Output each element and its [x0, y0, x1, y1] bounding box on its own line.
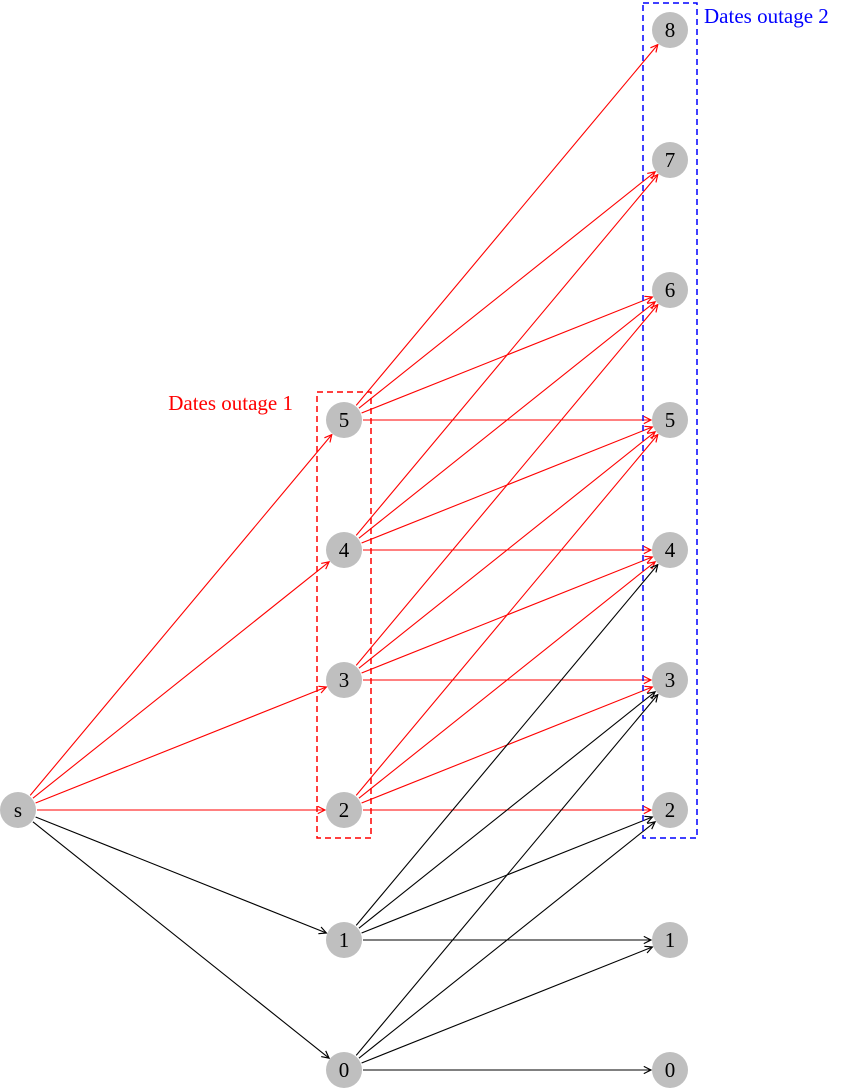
- edge-L1-2-to-L2-4: [358, 562, 655, 799]
- outage2-group-box: [642, 2, 698, 839]
- node-layer1-5-circle: [326, 402, 362, 438]
- groups-layer: Dates outage 1 Dates outage 2: [168, 2, 829, 839]
- node-layer2-6: 6: [652, 272, 688, 308]
- node-source-circle: [0, 792, 36, 828]
- edge-s-to-L1-1: [35, 816, 327, 933]
- node-layer1-1-circle: [326, 922, 362, 958]
- node-layer2-7: 7: [652, 142, 688, 178]
- node-layer2-5-label: 5: [665, 408, 676, 432]
- node-layer2-8-label: 8: [665, 18, 676, 42]
- node-layer2-5: 5: [652, 402, 688, 438]
- edge-L1-0-to-L2-2: [358, 822, 655, 1059]
- node-layer2-1-label: 1: [665, 928, 676, 952]
- node-layer1-1-label: 1: [339, 928, 350, 952]
- node-layer2-5-circle: [652, 402, 688, 438]
- edge-L1-1-to-L2-4: [355, 565, 658, 926]
- node-layer1-4-circle: [326, 532, 362, 568]
- node-layer1-4: 4: [326, 532, 362, 568]
- node-layer2-7-circle: [652, 142, 688, 178]
- edge-L1-5-to-L2-7: [358, 172, 655, 409]
- edge-L1-2-to-L2-5: [355, 435, 658, 796]
- node-layer2-4: 4: [652, 532, 688, 568]
- node-layer2-6-circle: [652, 272, 688, 308]
- node-layer2-4-circle: [652, 532, 688, 568]
- node-layer1-2: 2: [326, 792, 362, 828]
- node-layer2-3-label: 3: [665, 668, 676, 692]
- edge-L1-0-to-L2-1: [361, 947, 653, 1064]
- node-layer2-8: 8: [652, 12, 688, 48]
- outage2-label: Dates outage 2: [704, 4, 829, 28]
- node-layer2-6-label: 6: [665, 278, 676, 302]
- node-layer2-4-label: 4: [665, 538, 676, 562]
- edges-layer: [29, 45, 658, 1070]
- nodes-layer: s 5 4 3 2 1 0 8 7 6 5 4 3 2 1 0: [0, 12, 688, 1088]
- node-layer2-0: 0: [652, 1052, 688, 1088]
- node-layer1-3-label: 3: [339, 668, 350, 692]
- edge-s-to-L1-5: [29, 435, 332, 796]
- node-layer1-0-label: 0: [339, 1058, 350, 1082]
- edge-L1-5-to-L2-8: [355, 45, 658, 406]
- node-layer2-0-label: 0: [665, 1058, 676, 1082]
- node-layer2-1: 1: [652, 922, 688, 958]
- node-layer1-4-label: 4: [339, 538, 350, 562]
- node-layer1-3: 3: [326, 662, 362, 698]
- node-layer2-7-label: 7: [665, 148, 676, 172]
- node-layer2-3: 3: [652, 662, 688, 698]
- edge-s-to-L1-0: [32, 821, 329, 1058]
- node-layer1-5-label: 5: [339, 408, 350, 432]
- node-layer1-2-circle: [326, 792, 362, 828]
- edge-L1-1-to-L2-3: [358, 692, 655, 929]
- node-source: s: [0, 792, 36, 828]
- node-layer2-3-circle: [652, 662, 688, 698]
- edge-L1-4-to-L2-7: [355, 175, 658, 536]
- node-layer1-2-label: 2: [339, 798, 350, 822]
- outage1-group-box: [316, 391, 372, 839]
- node-layer2-2-circle: [652, 792, 688, 828]
- node-layer2-8-circle: [652, 12, 688, 48]
- node-layer1-0: 0: [326, 1052, 362, 1088]
- node-source-label: s: [14, 798, 22, 822]
- edge-s-to-L1-3: [35, 687, 327, 804]
- node-layer2-1-circle: [652, 922, 688, 958]
- node-layer2-2: 2: [652, 792, 688, 828]
- node-layer1-1: 1: [326, 922, 362, 958]
- outage1-label: Dates outage 1: [168, 391, 293, 415]
- node-layer1-5: 5: [326, 402, 362, 438]
- edge-L1-3-to-L2-5: [358, 432, 655, 669]
- node-layer1-3-circle: [326, 662, 362, 698]
- edge-L1-4-to-L2-6: [358, 302, 655, 539]
- edge-L1-3-to-L2-6: [355, 305, 658, 666]
- edge-s-to-L1-4: [32, 562, 329, 799]
- edge-L1-0-to-L2-3: [355, 695, 658, 1056]
- node-layer2-2-label: 2: [665, 798, 676, 822]
- node-layer2-0-circle: [652, 1052, 688, 1088]
- node-layer1-0-circle: [326, 1052, 362, 1088]
